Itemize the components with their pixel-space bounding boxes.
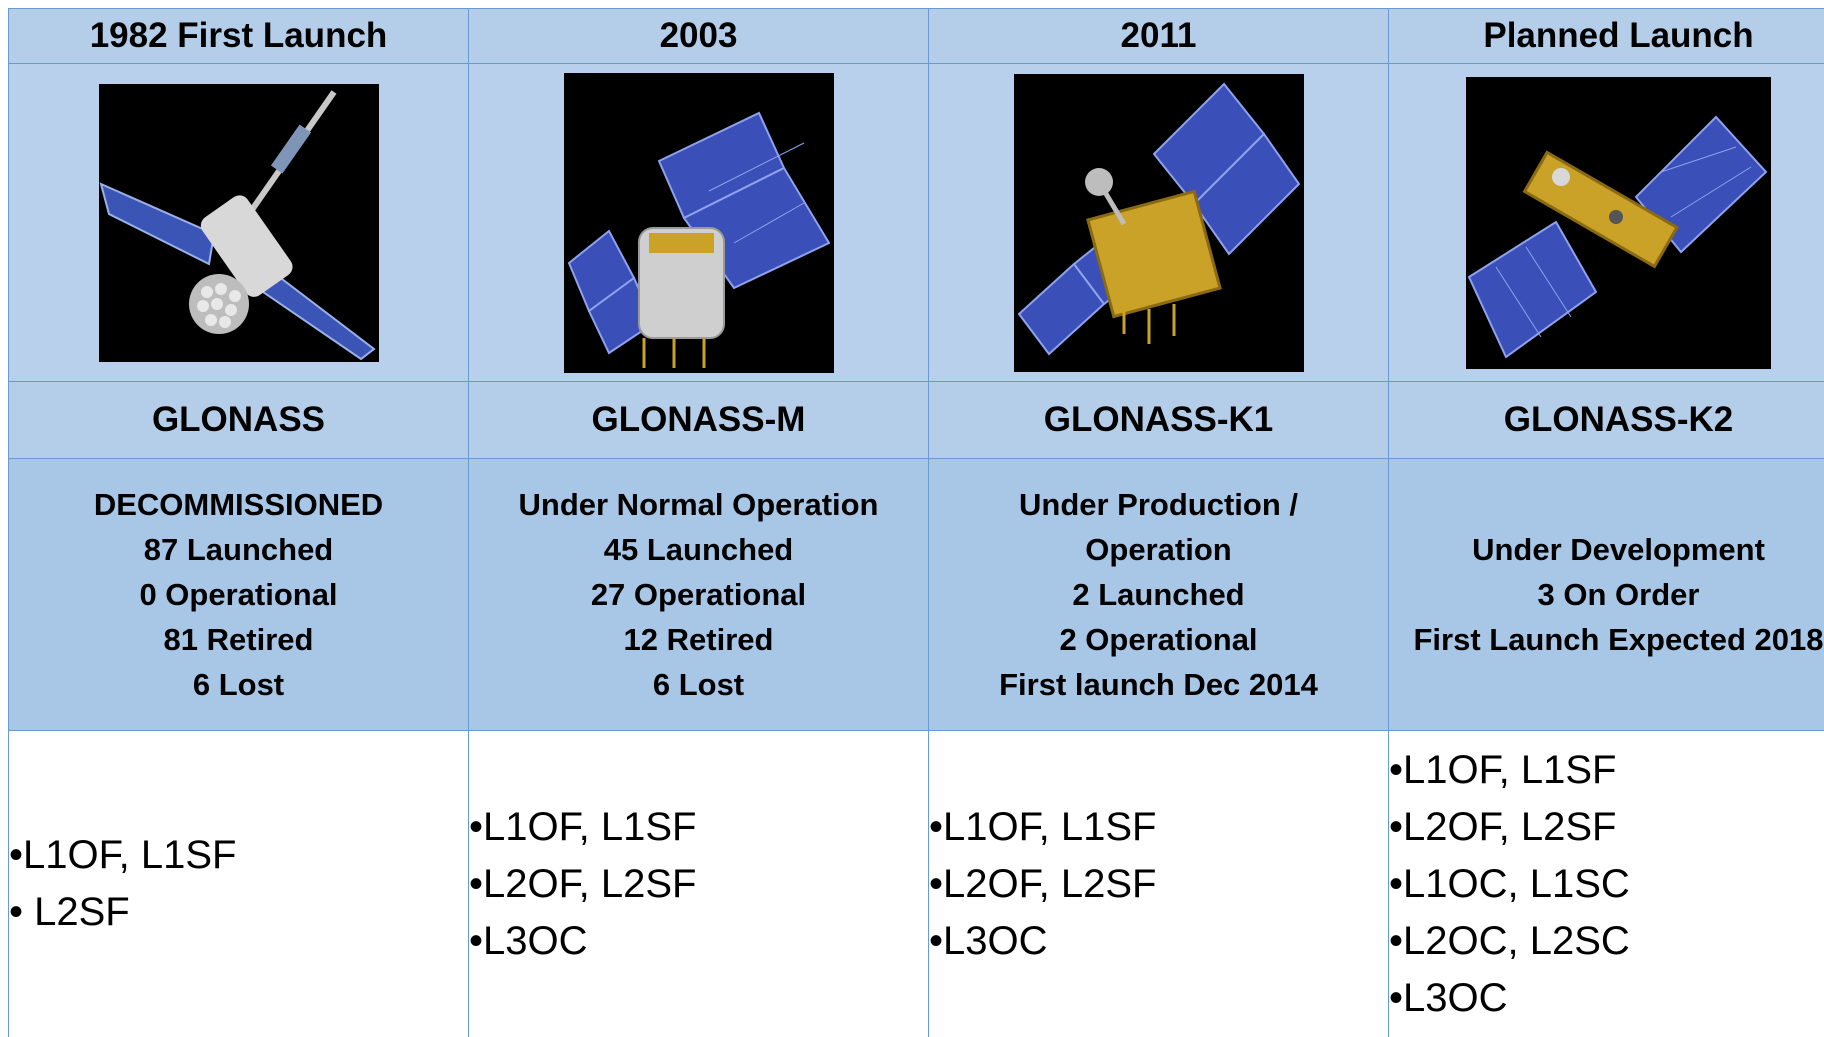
status-cell-glonass: DECOMMISSIONED 87 Launched 0 Operational… (8, 458, 469, 731)
status-line: 3 On Order (1537, 577, 1700, 612)
status-line: Under Development (1472, 532, 1765, 567)
status-line: 87 Launched (143, 532, 334, 567)
status-line: Under Normal Operation (518, 487, 879, 522)
satellite-image-row (8, 63, 1824, 382)
status-line: Operation (1085, 532, 1232, 567)
signals-row: •L1OF, L1SF • L2SF •L1OF, L1SF •L2OF, L2… (8, 730, 1824, 1037)
status-row: DECOMMISSIONED 87 Launched 0 Operational… (8, 458, 1824, 731)
status-line: 6 Lost (652, 667, 745, 702)
signal-item: •L2OF, L2SF (929, 861, 1157, 906)
glonass-m-satellite-image (563, 72, 834, 373)
satellite-comparison-table: 1982 First Launch 2003 2011 Planned Laun… (8, 8, 1824, 1037)
image-cell-glonass-m (468, 63, 929, 382)
period-cell-glonass: 1982 First Launch (8, 8, 469, 64)
name-cell-glonass-k1: GLONASS-K1 (928, 381, 1389, 459)
status-line: 27 Operational (590, 577, 807, 612)
image-cell-glonass-k2 (1388, 63, 1824, 382)
name-cell-glonass-k2: GLONASS-K2 (1388, 381, 1824, 459)
status-line: Under Production / (1019, 487, 1298, 522)
signal-item: •L3OC (929, 918, 1048, 963)
glonass-satellite-image (98, 83, 379, 362)
status-cell-glonass-m: Under Normal Operation 45 Launched 27 Op… (468, 458, 929, 731)
signals-cell-glonass-k2: •L1OF, L1SF •L2OF, L2SF •L1OC, L1SC •L2O… (1388, 730, 1824, 1037)
name-cell-glonass: GLONASS (8, 381, 469, 459)
status-line: 0 Operational (139, 577, 338, 612)
image-cell-glonass-k1 (928, 63, 1389, 382)
signals-cell-glonass-m: •L1OF, L1SF •L2OF, L2SF •L3OC (468, 730, 929, 1037)
signal-item: •L2OF, L2SF (469, 861, 697, 906)
signal-item: •L3OC (469, 918, 588, 963)
period-cell-glonass-k1: 2011 (928, 8, 1389, 64)
signals-cell-glonass: •L1OF, L1SF • L2SF (8, 730, 469, 1037)
status-line: 6 Lost (192, 667, 285, 702)
status-line: 2 Operational (1059, 622, 1258, 657)
signal-item: • L2SF (9, 890, 130, 934)
signal-item: •L3OC (1389, 975, 1508, 1020)
period-cell-glonass-m: 2003 (468, 8, 929, 64)
status-line: 12 Retired (623, 622, 774, 657)
name-cell-glonass-m: GLONASS-M (468, 381, 929, 459)
signal-item: •L1OF, L1SF (469, 804, 697, 849)
status-line: First launch Dec 2014 (999, 667, 1318, 702)
status-cell-glonass-k2: Under Development 3 On Order First Launc… (1388, 458, 1824, 731)
launch-period-row: 1982 First Launch 2003 2011 Planned Laun… (8, 8, 1824, 64)
glonass-k1-satellite-image (1013, 73, 1304, 372)
signal-item: •L1OF, L1SF (1389, 747, 1617, 792)
glonass-k2-satellite-image (1466, 76, 1771, 369)
image-cell-glonass (8, 63, 469, 382)
signal-item: •L1OF, L1SF (929, 804, 1157, 849)
signal-item: •L1OC, L1SC (1389, 861, 1630, 906)
status-line: First Launch Expected 2018 (1413, 622, 1824, 657)
signal-item: •L2OF, L2SF (1389, 804, 1617, 849)
period-cell-glonass-k2: Planned Launch (1388, 8, 1824, 64)
status-line: 45 Launched (603, 532, 794, 567)
signal-item: •L2OC, L2SC (1389, 918, 1630, 963)
signal-item: •L1OF, L1SF (9, 833, 237, 877)
satellite-name-row: GLONASS GLONASS-M GLONASS-K1 GLONASS-K2 (8, 381, 1824, 459)
status-cell-glonass-k1: Under Production / Operation 2 Launched … (928, 458, 1389, 731)
status-line: 2 Launched (1072, 577, 1245, 612)
glonass-generations-table: 1982 First Launch 2003 2011 Planned Laun… (8, 8, 1824, 1037)
signals-cell-glonass-k1: •L1OF, L1SF •L2OF, L2SF •L3OC (928, 730, 1389, 1037)
status-line: DECOMMISSIONED (93, 487, 384, 522)
status-line: 81 Retired (163, 622, 314, 657)
